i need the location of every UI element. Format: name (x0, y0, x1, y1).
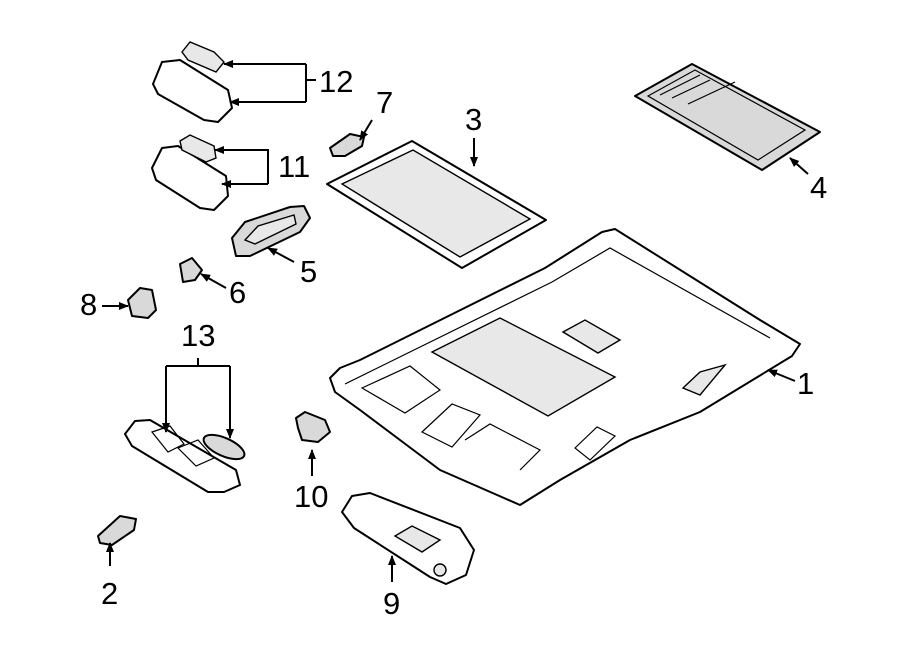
callout-3: 3 (465, 102, 482, 137)
visor-holder-part (295, 411, 331, 443)
sunroof-glass-part (634, 63, 821, 171)
callout-4: 4 (810, 170, 827, 205)
callout-9: 9 (383, 586, 400, 621)
clip-part (127, 287, 157, 319)
grab-handle-part (231, 205, 311, 257)
callout-1: 1 (797, 366, 814, 401)
callout-10: 10 (294, 479, 328, 514)
callout-13: 13 (181, 318, 215, 353)
callout-12: 12 (319, 64, 353, 99)
callout-6: 6 (229, 275, 246, 310)
sunroof-panel-part (326, 140, 547, 269)
dome-lamp-part (152, 41, 233, 123)
bracket-part (329, 133, 365, 157)
callout-7: 7 (376, 85, 393, 120)
callout-5: 5 (300, 254, 317, 289)
map-lamp-part (151, 134, 229, 211)
callout-8: 8 (80, 287, 97, 322)
leader-lines (102, 60, 809, 582)
callout-2: 2 (101, 576, 118, 611)
callout-11: 11 (278, 149, 310, 184)
headliner-part (329, 228, 801, 506)
coat-hook-part (97, 515, 137, 546)
cover-cap-part (179, 257, 203, 283)
sun-visor-part (341, 492, 475, 585)
